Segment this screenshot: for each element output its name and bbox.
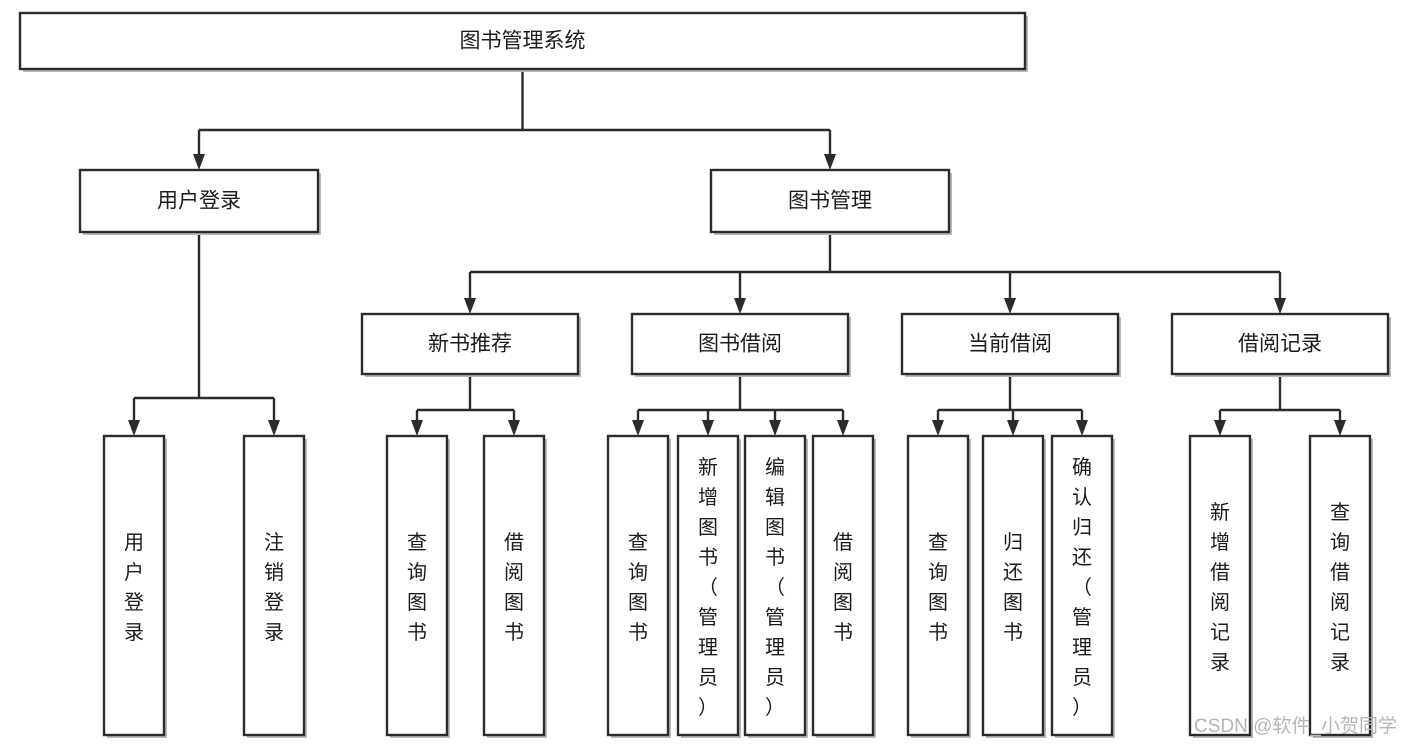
node-br-add-record[interactable]: 新增借阅记录 <box>1188 434 1253 738</box>
connector-arrow-cb-query-book <box>932 410 944 436</box>
nodes-layer: 图书管理系统用户登录图书管理用户登录注销登录新书推荐图书借阅当前借阅借阅记录查询… <box>18 11 1391 738</box>
node-cb-query-book[interactable]: 查询图书 <box>906 434 971 738</box>
node-borrow-record[interactable]: 借阅记录 <box>1170 312 1391 377</box>
node-label: 图书管理系统 <box>460 30 586 53</box>
node-border <box>18 11 1027 71</box>
node-label: 用户登录 <box>124 532 144 644</box>
connectors-layer <box>128 69 1346 436</box>
node-label: 图书管理 <box>788 190 872 213</box>
node-border <box>676 434 740 737</box>
connector-arrow-nb-query-book <box>411 410 423 436</box>
node-label: 确认归还（管理员） <box>1072 456 1092 719</box>
node-border <box>1050 434 1114 737</box>
node-do-login[interactable]: 用户登录 <box>102 434 167 738</box>
connector-arrow-user-login <box>193 130 205 170</box>
node-border <box>900 312 1120 376</box>
node-border <box>606 434 670 737</box>
node-label: 注销登录 <box>264 531 284 644</box>
node-label: 借阅图书 <box>504 531 524 644</box>
node-book-borrow[interactable]: 图书借阅 <box>630 312 851 377</box>
node-bb-borrow-book[interactable]: 借阅图书 <box>811 434 876 738</box>
node-label: 查询图书 <box>628 531 648 644</box>
node-br-query-record[interactable]: 查询借阅记录 <box>1308 434 1373 738</box>
connector-arrow-borrow-record <box>1274 272 1286 314</box>
node-label: 借阅图书 <box>833 531 853 644</box>
node-nb-query-book[interactable]: 查询图书 <box>385 434 450 738</box>
connector-arrow-current-borrow <box>1004 272 1016 314</box>
node-border <box>743 434 807 737</box>
node-user-login[interactable]: 用户登录 <box>78 168 321 235</box>
connector-arrow-bb-query-book <box>632 410 644 436</box>
node-label: 新书推荐 <box>428 333 512 356</box>
node-border <box>385 434 449 737</box>
node-border <box>811 434 875 737</box>
csdn-watermark: CSDN @软件_小贺同学 <box>1194 715 1397 737</box>
connector-arrow-nb-borrow-book <box>508 410 520 436</box>
node-label: 借阅记录 <box>1238 333 1322 356</box>
node-border <box>1308 434 1372 737</box>
node-label: 当前借阅 <box>968 333 1052 356</box>
node-root[interactable]: 图书管理系统 <box>18 11 1028 72</box>
node-label: 归还图书 <box>1003 531 1023 644</box>
node-label: 编辑图书（管理员） <box>765 456 785 719</box>
node-do-logout[interactable]: 注销登录 <box>242 434 307 738</box>
node-book-manage[interactable]: 图书管理 <box>709 168 952 235</box>
connector-arrow-cb-return-book <box>1007 410 1019 436</box>
node-cb-return-book[interactable]: 归还图书 <box>981 434 1046 738</box>
node-current-borrow[interactable]: 当前借阅 <box>900 312 1121 377</box>
connector-arrow-do-logout <box>268 398 280 436</box>
node-border <box>102 434 166 737</box>
node-label: 查询图书 <box>928 531 948 644</box>
connector-arrow-bb-add-book <box>702 410 714 436</box>
node-cb-confirm-return[interactable]: 确认归还（管理员） <box>1050 434 1115 738</box>
node-bb-edit-book[interactable]: 编辑图书（管理员） <box>743 434 808 738</box>
node-label: 新增图书（管理员） <box>698 456 718 719</box>
node-label: 图书借阅 <box>698 333 782 356</box>
node-border <box>1170 312 1390 376</box>
connector-arrow-bb-edit-book <box>769 410 781 436</box>
node-label: 查询借阅记录 <box>1330 501 1350 674</box>
connector-arrow-br-add-record <box>1214 410 1226 436</box>
connector-arrow-do-login <box>128 398 140 436</box>
connector-arrow-br-query-record <box>1334 410 1346 436</box>
node-nb-borrow-book[interactable]: 借阅图书 <box>482 434 547 738</box>
connector-arrow-book-borrow <box>734 272 746 314</box>
node-border <box>482 434 546 737</box>
connector-arrow-cb-confirm-return <box>1076 410 1088 436</box>
node-border <box>981 434 1045 737</box>
node-new-book-recommend[interactable]: 新书推荐 <box>360 312 581 377</box>
node-bb-add-book[interactable]: 新增图书（管理员） <box>676 434 741 738</box>
node-bb-query-book[interactable]: 查询图书 <box>606 434 671 738</box>
node-label: 用户登录 <box>157 190 241 213</box>
node-border <box>242 434 306 737</box>
connector-arrow-bb-borrow-book <box>837 410 849 436</box>
node-border <box>906 434 970 737</box>
connector-arrow-new-book-recommend <box>464 272 476 314</box>
connector-arrow-book-manage <box>824 130 836 170</box>
node-border <box>630 312 850 376</box>
node-border <box>1188 434 1252 737</box>
node-label: 新增借阅记录 <box>1210 501 1230 674</box>
node-border <box>78 168 320 234</box>
node-border <box>360 312 580 376</box>
node-border <box>709 168 951 234</box>
node-label: 查询图书 <box>407 531 427 644</box>
